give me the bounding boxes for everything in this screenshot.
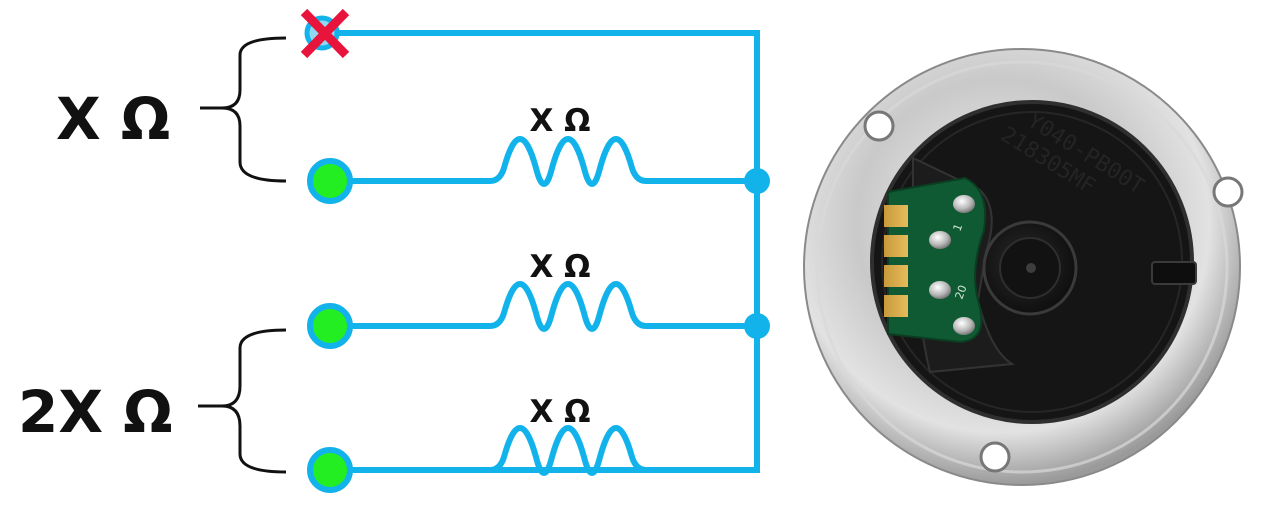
body-tab [1151,261,1197,285]
mount-hole-1 [863,110,895,142]
branch-wire-3 [330,425,757,476]
pcb-pad-2 [884,235,908,257]
solder-joint-1 [953,195,975,213]
pcb-pad-3 [884,265,908,287]
motor-photo: Y040-PB00T 218305MF 1 20 [803,48,1244,486]
resistor-label-2: X Ω [529,249,590,285]
pcb-pad-1 [884,205,908,227]
mount-hole-2 [1212,176,1244,208]
terminal-3 [307,447,353,493]
shaft-center [1026,263,1036,273]
mount-hole-3 [979,441,1011,473]
junction-dot-2 [744,313,770,339]
branch-wire-1 [330,136,757,187]
group-label-bottom: 2X Ω [18,378,173,446]
solder-joint-3 [929,281,951,299]
pcb-board: 1 20 [884,176,987,344]
brace-top [200,36,287,183]
solder-joint-4 [953,317,975,335]
terminal-1 [307,158,353,204]
resistor-label-1: X Ω [529,103,590,139]
group-label-top: X Ω [56,85,170,153]
branch-wire-2 [330,281,757,332]
junction-dot-1 [744,168,770,194]
solder-joint-2 [929,231,951,249]
circuit-diagram: X Ω X Ω X Ω X Ω 2X Ω [18,8,770,493]
pcb-mark-1: 1 [951,222,966,233]
pcb-pad-4 [884,295,908,317]
cross-icon [300,8,350,59]
resistor-label-3: X Ω [529,394,590,430]
terminal-2 [307,303,353,349]
pcb-mark-2: 20 [953,283,970,301]
terminal-disconnected [300,8,350,59]
brace-bottom [198,328,287,474]
